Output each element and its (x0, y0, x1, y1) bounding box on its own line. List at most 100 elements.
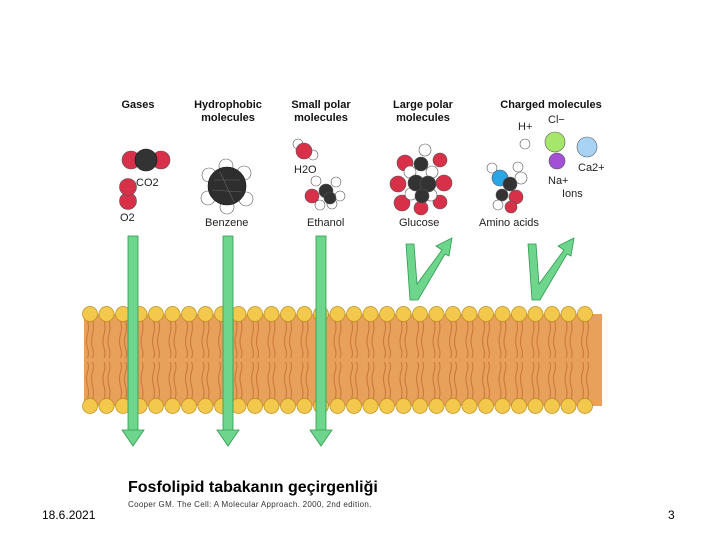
lipid-tail (531, 361, 535, 401)
lipid-tail (267, 361, 271, 401)
lipid-tail (564, 319, 568, 359)
lipid-tail (564, 361, 568, 401)
na-plus-ion-icon (548, 152, 566, 170)
lipid-tail (156, 361, 161, 401)
lipid-head (263, 306, 280, 322)
lipid-tail (470, 319, 474, 359)
lipid-tail (189, 361, 194, 401)
lipid-tail (123, 361, 128, 401)
lipid-head (511, 398, 527, 414)
lipid-tail (547, 361, 552, 401)
o2-molecule-icon (119, 178, 137, 210)
lipid-tail (514, 319, 519, 359)
lipid-head (527, 398, 544, 414)
lipid-tail (201, 361, 205, 401)
lipid-tail (239, 319, 243, 359)
lipid-head (148, 306, 164, 322)
lipid-tail (305, 361, 309, 401)
lipid-head (362, 306, 379, 322)
lipid-tail (437, 361, 441, 401)
lipid-tail (366, 361, 370, 401)
lipid-head (577, 306, 593, 322)
lipid-tail (519, 319, 524, 359)
lipid-tail (107, 319, 111, 359)
lipid-tail (300, 319, 304, 359)
lipid-tail (371, 319, 375, 359)
lipid-tail (255, 361, 260, 401)
lipid-tail (569, 361, 573, 401)
lipid-head (511, 306, 527, 322)
lipid-head (445, 306, 461, 322)
cl-minus-ion-icon (544, 131, 566, 153)
lipid-tail (552, 361, 557, 401)
lipid-tail (481, 361, 486, 401)
lipid-tail (272, 319, 276, 359)
label-co2: CO2 (136, 177, 159, 189)
lipid-head (197, 306, 214, 322)
lipid-tail (140, 319, 144, 359)
lipid-head (395, 306, 412, 322)
lipid-head (197, 398, 214, 414)
lipid-tail (102, 361, 106, 401)
lipid-tail (151, 361, 156, 401)
lipid-tail (387, 361, 392, 401)
lipid-head (478, 398, 494, 414)
lipid-tail (448, 361, 453, 401)
label-h2o: H2O (294, 164, 317, 176)
lipid-tail (267, 319, 271, 359)
lipid-tail (448, 319, 453, 359)
lipid-tail (432, 319, 436, 359)
lipid-tail (420, 361, 425, 401)
lipid-tail (503, 361, 507, 401)
lipid-tail (382, 319, 387, 359)
lipid-head (461, 306, 478, 322)
label-cl-minus: Cl− (548, 114, 565, 126)
slide-date: 18.6.2021 (42, 508, 96, 522)
co2-molecule-icon (121, 148, 171, 172)
label-glucose: Glucose (399, 217, 440, 229)
lipid-tail (168, 319, 172, 359)
lipid-head (412, 398, 428, 414)
category-gases: Gases (121, 99, 155, 111)
label-o2: O2 (120, 212, 135, 224)
lipid-head (577, 398, 593, 414)
lipid-tail (349, 361, 354, 401)
lipid-tail (366, 319, 370, 359)
lipid-tail (123, 319, 128, 359)
lipid-tail (305, 319, 309, 359)
arrow-small-polar (309, 235, 333, 447)
lipid-head (412, 306, 428, 322)
lipid-tail (90, 319, 95, 359)
label-ethanol: Ethanol (307, 217, 345, 229)
lipid-tail (354, 319, 359, 359)
lipid-tail (481, 319, 486, 359)
lipid-tail (217, 319, 222, 359)
figure-title: Fosfolipid tabakanın geçirgenliği (128, 479, 378, 496)
lipid-tail (333, 361, 337, 401)
lipid-head (346, 398, 362, 414)
lipid-head (263, 398, 280, 414)
slide-page-number: 3 (668, 508, 675, 522)
lipid-tail (470, 361, 474, 401)
lipid-tail (288, 319, 293, 359)
benzene-molecule-icon (200, 158, 254, 215)
lipid-tail (338, 361, 342, 401)
lipid-head (494, 306, 511, 322)
lipid-head (379, 306, 395, 322)
glucose-molecule-icon (389, 143, 453, 216)
lipid-tail (333, 319, 337, 359)
lipid-tail (465, 361, 469, 401)
lipid-tail (531, 319, 535, 359)
lipid-tail (102, 319, 106, 359)
lipid-head (164, 306, 181, 322)
arrow-hydrophobic (216, 235, 240, 447)
lipid-tail (387, 319, 392, 359)
lipid-tail (173, 361, 177, 401)
lipid-head (164, 398, 181, 414)
lipid-head (527, 306, 544, 322)
lipid-head (296, 306, 313, 322)
lipid-tail (552, 319, 557, 359)
lipid-tail (107, 361, 111, 401)
lipid-head (346, 306, 362, 322)
lipid-tail (217, 361, 222, 401)
